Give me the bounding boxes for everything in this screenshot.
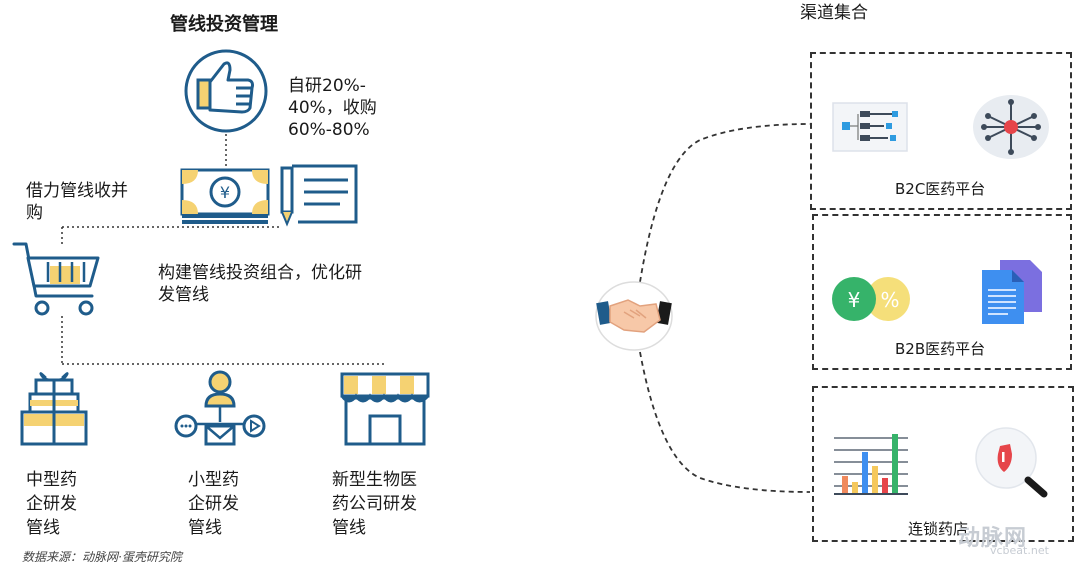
channel-box-b2c [810, 52, 1072, 210]
channel-label-b2c: B2C医药平台 [895, 180, 986, 198]
shopping-cart-icon [12, 242, 100, 316]
portfolio-text: 构建管线投资组合，优化研 发管线 [158, 263, 362, 305]
person-message-icon [174, 370, 266, 446]
data-source: 数据来源：动脉网·蛋壳研究院 [22, 550, 182, 564]
target-label-3: 新型生物医 药公司研发 管线 [332, 470, 417, 538]
channel-box-b2b [812, 214, 1072, 370]
left-connectors [61, 226, 384, 365]
merge-text: 借力管线收并 购 [26, 181, 128, 223]
channel-label-pharmacy: 连锁药店 [908, 520, 969, 538]
flowchart-icon [832, 102, 908, 152]
coins-percent-icon: % ¥ [832, 277, 910, 321]
money-scroll-group: ¥ [180, 134, 358, 227]
bar-chart-icon [834, 434, 908, 495]
svg-text:%: % [880, 288, 899, 312]
gift-stack-icon [20, 372, 88, 446]
magnifier-shield-icon [975, 427, 1048, 498]
target-label-1: 中型药 企研发 管线 [26, 470, 77, 538]
scroll-pen-icon [280, 164, 358, 227]
documents-icon [982, 260, 1042, 324]
target-label-2: 小型药 企研发 管线 [188, 470, 239, 538]
money-icon: ¥ [180, 168, 270, 224]
channel-box-pharmacy [812, 386, 1074, 542]
storefront-icon [340, 372, 430, 446]
channel-label-b2b: B2B医药平台 [895, 340, 986, 358]
watermark-text: 动脉网 [958, 526, 1028, 551]
pipeline-title: 管线投资管理 [170, 14, 278, 35]
channel-title: 渠道集合 [800, 3, 868, 23]
svg-text:¥: ¥ [220, 183, 230, 202]
thumbs-up-icon [184, 49, 268, 133]
network-node-icon [973, 95, 1049, 159]
self-dev-text: 自研20%- 40%，收购 60%-80% [288, 76, 377, 140]
watermark-subtext: vcbeat.net [990, 544, 1049, 557]
svg-text:¥: ¥ [848, 288, 861, 312]
handshake-icon [595, 281, 673, 351]
